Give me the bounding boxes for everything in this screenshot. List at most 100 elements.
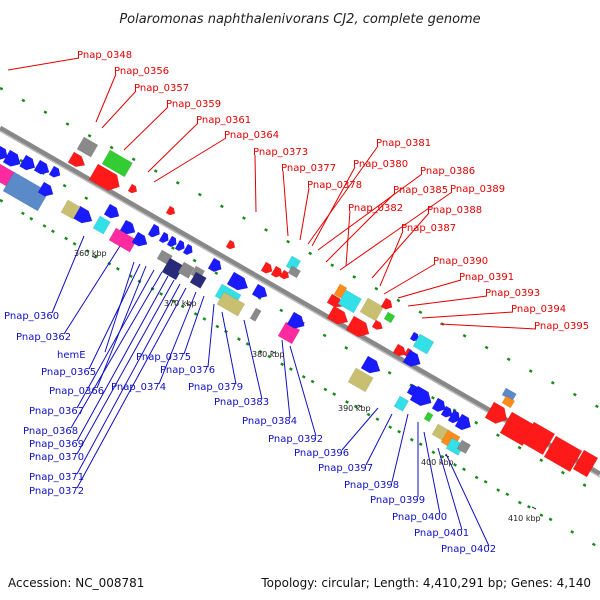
gene-arrow <box>345 315 370 338</box>
gene-glyph-30 <box>207 257 222 272</box>
gene-glyph-14 <box>127 183 138 194</box>
lower-gene-label: Pnap_0368 <box>23 426 78 437</box>
gene-glyph-34 <box>249 307 262 322</box>
gene-box <box>456 439 472 454</box>
gene-box <box>177 261 195 279</box>
gene-arrow <box>103 203 120 219</box>
upper-leader-line <box>311 166 356 247</box>
gene-arrow <box>440 405 453 418</box>
upper-gene-label: Pnap_0387 <box>401 223 456 234</box>
gene-arrow <box>371 319 383 330</box>
lower-leader-line <box>76 283 181 475</box>
gene-glyph-78 <box>543 435 583 473</box>
upper-leader-line <box>153 137 227 183</box>
tick-mark <box>531 506 537 510</box>
lower-gene-label: Pnap_0366 <box>49 386 104 397</box>
gene-box <box>543 435 583 473</box>
lower-leader-line <box>391 413 409 483</box>
gene-box <box>189 271 207 289</box>
gene-arrow <box>326 305 349 325</box>
upper-leader-line <box>123 106 169 151</box>
upper-gene-label: Pnap_0377 <box>281 163 336 174</box>
lower-leader-line <box>445 453 490 547</box>
upper-leader-line <box>147 122 199 173</box>
tick-mark <box>357 404 363 408</box>
upper-leader-line <box>407 295 488 307</box>
lower-gene-label: Pnap_0367 <box>29 406 84 417</box>
tick-label: 410 kbp <box>508 514 541 523</box>
gene-arrow <box>484 401 508 424</box>
gene-arrow <box>165 205 176 216</box>
lower-leader-line <box>207 303 215 368</box>
upper-gene-label: Pnap_0390 <box>433 256 488 267</box>
upper-gene-label: Pnap_0361 <box>196 115 251 126</box>
upper-gene-label: Pnap_0388 <box>427 205 482 216</box>
upper-gene-label: Pnap_0386 <box>420 166 475 177</box>
lower-leader-line <box>183 295 205 355</box>
upper-leader-line <box>299 187 310 241</box>
lower-gene-label: Pnap_0392 <box>268 434 323 445</box>
upper-leader-line <box>371 212 430 279</box>
gene-label-layer: Pnap_0348Pnap_0356Pnap_0357Pnap_0359Pnap… <box>4 50 589 555</box>
map-title: Polaromonas naphthalenivorans CJ2, compl… <box>119 12 480 27</box>
gene-box <box>337 289 362 314</box>
tick-mark <box>444 454 450 458</box>
upper-leader-line <box>101 90 137 129</box>
gene-glyph-15 <box>103 203 120 219</box>
gene-box <box>216 291 246 317</box>
upper-leader-line <box>325 192 396 263</box>
lower-leader-line <box>96 265 147 389</box>
gene-arrow <box>166 235 177 248</box>
tick-label: 380 kbp <box>252 350 285 359</box>
lower-leader-line <box>76 269 155 409</box>
gene-box <box>333 283 348 299</box>
lower-leader-line <box>88 263 141 370</box>
leader-line-layer <box>7 57 537 547</box>
lower-leader-line <box>51 235 85 314</box>
gene-glyph-21 <box>158 231 169 244</box>
upper-gene-label: Pnap_0393 <box>485 288 540 299</box>
gene-box <box>287 265 302 279</box>
gene-arrow <box>392 343 407 357</box>
lower-gene-label: Pnap_0371 <box>29 472 84 483</box>
lower-gene-label: Pnap_0365 <box>41 367 96 378</box>
gene-glyph-52 <box>371 319 383 330</box>
gene-glyph-33 <box>226 271 249 291</box>
gene-box <box>521 421 556 456</box>
gene-glyph-4 <box>48 165 61 178</box>
gene-box <box>383 311 396 324</box>
lower-leader-line <box>423 431 441 515</box>
lower-leader-line <box>76 275 169 442</box>
lower-gene-label: Pnap_0362 <box>16 332 71 343</box>
gene-glyph-54 <box>392 343 407 357</box>
lower-gene-label: Pnap_0398 <box>344 480 399 491</box>
accession-text: Accession: NC_008781 <box>8 576 144 590</box>
gene-box <box>393 395 410 412</box>
gene-arrow <box>360 355 381 374</box>
gene-glyph-3 <box>33 159 50 175</box>
gene-glyph-40 <box>260 261 273 274</box>
upper-leader-line <box>383 263 436 295</box>
tick-label: 400 kbp <box>421 458 454 467</box>
gene-layer <box>0 136 599 478</box>
lower-leader-line <box>221 311 237 385</box>
marker-row-0 <box>0 86 600 410</box>
lower-leader-line <box>437 447 463 531</box>
tick-mark <box>185 302 191 306</box>
upper-leader-line <box>439 323 537 330</box>
gene-arrow <box>158 231 169 244</box>
gene-arrow <box>454 413 471 431</box>
gene-arrow <box>226 271 249 291</box>
lower-leader-line <box>243 319 263 400</box>
gene-glyph-42 <box>279 269 290 280</box>
lower-gene-label: Pnap_0370 <box>29 452 84 463</box>
gene-glyph-49 <box>380 297 393 310</box>
gene-arrow <box>131 231 148 247</box>
gene-glyph-60 <box>347 367 374 393</box>
gene-glyph-27 <box>177 261 195 279</box>
upper-gene-label: Pnap_0378 <box>307 180 362 191</box>
gene-glyph-20 <box>147 223 160 238</box>
lower-gene-label: Pnap_0400 <box>392 512 447 523</box>
gene-glyph-47 <box>337 289 362 314</box>
